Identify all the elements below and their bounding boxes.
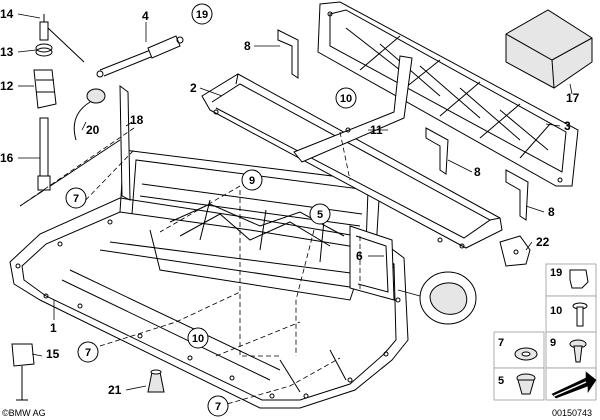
arrow-icon [551,371,597,399]
callout-12: 12 [0,79,14,93]
callout-5: 5 [317,209,323,221]
callout-18: 18 [130,113,144,127]
callout-10b: 10 [192,333,204,345]
part-12-housing [33,69,57,109]
callout-15: 15 [46,347,60,361]
callout-8c: 8 [548,205,555,219]
legend-5-plug-shape [516,373,536,395]
callout-8a: 8 [244,39,251,53]
part-16-rod [37,117,51,191]
callout-3: 3 [564,119,571,133]
copyright-text: ©BMW AG [2,408,46,418]
callout-11: 11 [370,123,383,137]
part-20-cable [73,88,106,141]
legend-5: 5 [498,375,504,387]
part-6-side-plate [349,225,395,301]
part-11-cross-strut [293,55,413,163]
small-parts-legend: 19 10 7 9 5 [493,263,597,401]
callout-4: 4 [142,9,149,23]
callout-7c: 7 [215,401,221,413]
callout-13: 13 [0,45,14,59]
part-15-sensor [11,343,35,401]
callout-7a: 7 [73,193,79,205]
legend-7: 7 [498,337,504,349]
part-8-bracket-a [277,29,299,79]
callout-14: 14 [0,7,14,21]
callout-16: 16 [0,151,14,165]
callout-2: 2 [190,81,197,95]
assembly-lines [19,127,361,407]
part-1-tray-frame [9,149,409,409]
part-8-bracket-b [425,127,449,175]
part-13-spring [35,43,53,57]
callout-20: 20 [86,123,100,137]
callout-7b: 7 [85,347,91,359]
part-18-panel [19,84,131,207]
legend-9-rivet-shape [569,339,587,363]
part-8-bracket-c [505,169,529,221]
callout-9: 9 [249,175,255,187]
part-2-cover-panel [201,73,503,249]
part-3-rear-rail [317,1,579,187]
part-21-plug [147,369,165,393]
circled-callouts: 19 10 9 5 7 10 7 7 [65,3,357,417]
profile-detail-bubble [397,271,477,325]
callout-22: 22 [536,235,550,249]
leader-lines [17,13,573,391]
callout-labels: 1 2 3 4 6 8 8 8 11 12 13 14 15 16 17 18 … [0,7,580,397]
legend-7-clip-shape [514,347,538,361]
callout-21: 21 [108,383,122,397]
part-17-foam-block [505,9,593,89]
legend-19: 19 [550,267,562,279]
drawing-number: 00150743 [552,408,592,418]
legend-9: 9 [550,337,556,349]
callout-19: 19 [196,9,208,21]
callout-6: 6 [356,249,363,263]
callout-1: 1 [50,321,57,335]
callout-10a: 10 [340,93,352,105]
callout-17: 17 [566,91,580,105]
part-14-lever [39,14,85,63]
part-4-gas-strut [96,35,184,78]
legend-10: 10 [550,305,562,317]
legend-10-screw-shape [572,302,588,327]
callout-8b: 8 [474,165,481,179]
legend-19-clip-shape [569,269,589,289]
part-22-clip [499,235,531,267]
